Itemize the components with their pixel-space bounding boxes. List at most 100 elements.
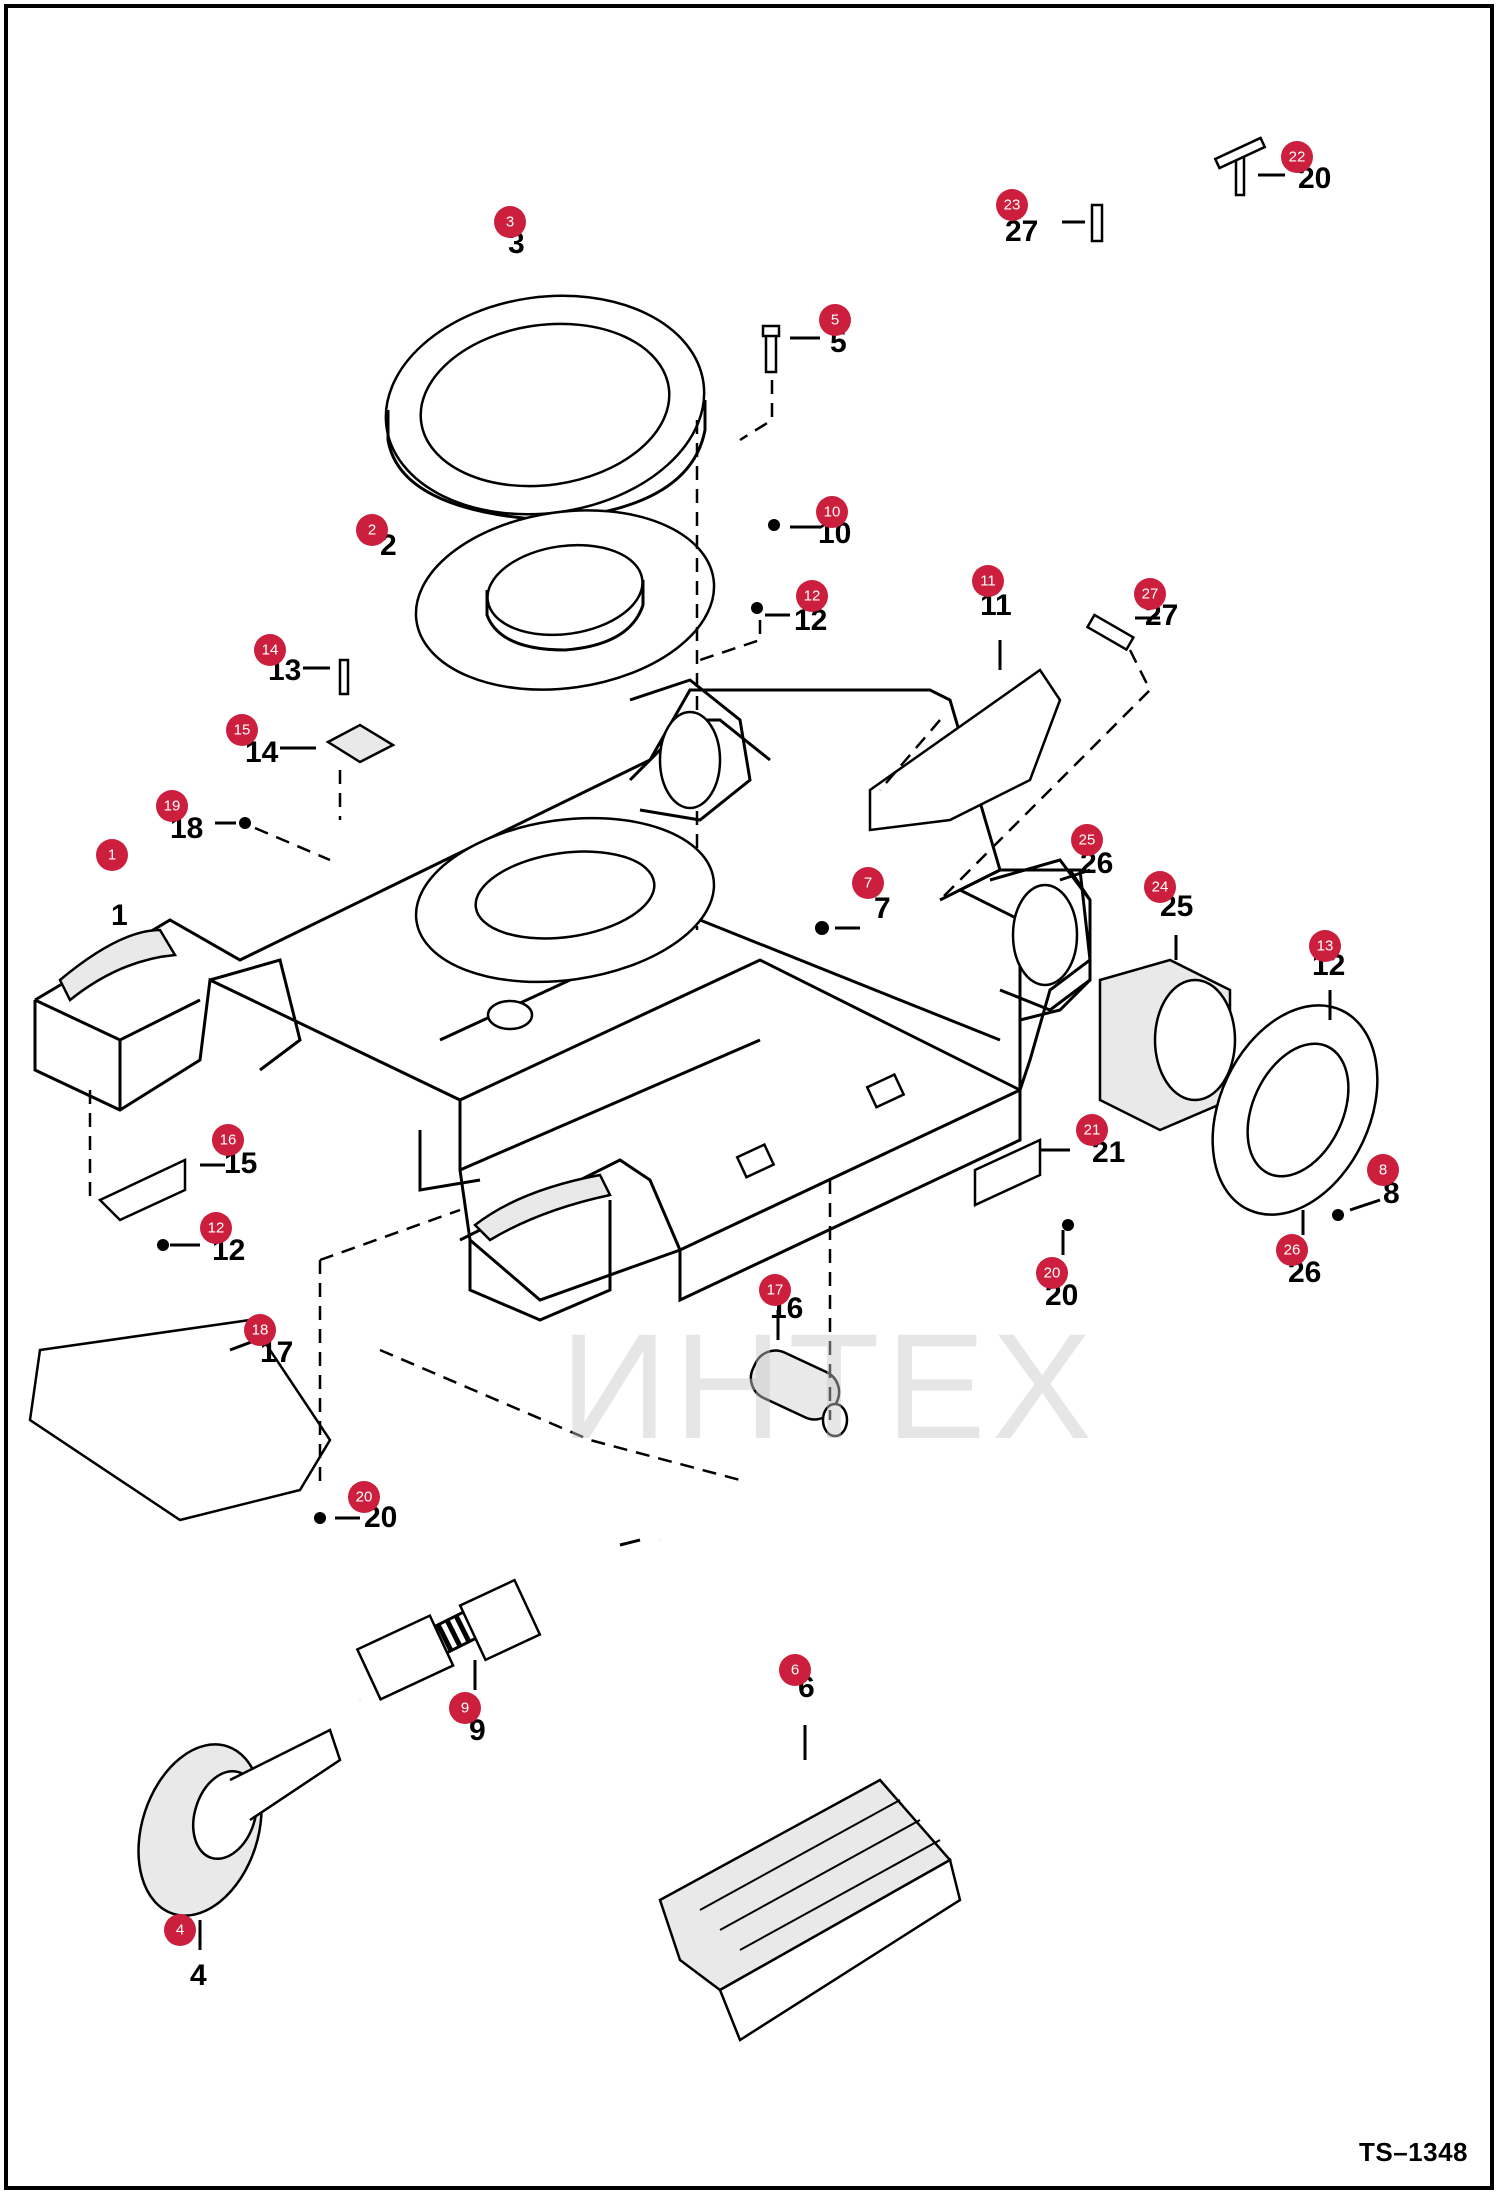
hotspot-17[interactable]: 17 [759,1274,791,1306]
front-idler-4 [137,1728,342,1950]
hotspot-label: 17 [767,1282,784,1299]
hotspot-label: 8 [1379,1162,1387,1179]
hotspot-11[interactable]: 11 [972,565,1004,597]
hotspot-circle[interactable] [164,1914,196,1946]
hotspot-20a[interactable]: 20 [1036,1257,1068,1289]
hotspot-circle[interactable] [852,867,884,899]
hotspot-circle[interactable] [226,714,258,746]
hotspot-circle[interactable] [1309,930,1341,962]
hotspot-13[interactable]: 13 [1309,930,1341,962]
sprocket-13 [1211,990,1379,1216]
hotspot-circle[interactable] [449,1692,481,1724]
bolt-12-top [699,602,790,662]
hotspot-4[interactable]: 4 [164,1914,196,1946]
hotspot-12b[interactable]: 12 [200,1212,232,1244]
bolt-20-right [1061,1219,1074,1255]
hotspot-5[interactable]: 5 [819,304,851,336]
watermark: ИНТЕХ [560,1302,1098,1470]
hotspot-label: 13 [1317,938,1334,955]
hotspot-20b[interactable]: 20 [348,1481,380,1513]
hotspot-circle[interactable] [200,1212,232,1244]
hotspot-label: 2 [368,522,376,539]
hotspot-7[interactable]: 7 [852,867,884,899]
hotspot-circle[interactable] [254,634,286,666]
hotspot-circle[interactable] [1036,1257,1068,1289]
bolt-23 [1062,203,1104,243]
hotspot-label: 20 [1044,1265,1061,1282]
hotspot-circle[interactable] [156,790,188,822]
idler-housing [629,678,752,822]
hotspot-circle[interactable] [348,1481,380,1513]
hotspot-circle[interactable] [759,1274,791,1306]
hotspot-circle[interactable] [1076,1114,1108,1146]
hotspot-3[interactable]: 3 [494,206,526,238]
hotspot-27[interactable]: 27 [1134,578,1166,610]
pad-15 [280,723,396,820]
hotspot-circle[interactable] [819,304,851,336]
housing-25 [1059,868,1091,882]
hotspot-23[interactable]: 23 [996,189,1028,221]
hotspot-circle[interactable] [1071,824,1103,856]
hotspot-26[interactable]: 26 [1276,1234,1308,1266]
carrier-roller-17 [379,1180,849,1482]
hotspot-22[interactable]: 22 [1281,141,1313,173]
hotspot-circle[interactable] [796,580,828,612]
hotspot-19[interactable]: 19 [156,790,188,822]
hotspot-circle[interactable] [1144,871,1176,903]
hotspot-circle[interactable] [494,206,526,238]
hotspot-circle[interactable] [1276,1234,1308,1266]
hotspot-2[interactable]: 2 [356,514,388,546]
hotspot-label: 6 [791,1662,799,1679]
hotspot-label: 7 [864,875,872,892]
hotspot-label: 12 [208,1220,225,1237]
motor-housing [989,858,1092,1012]
hotspot-circle[interactable] [244,1314,276,1346]
hotspot-6[interactable]: 6 [779,1654,811,1686]
pin-22 [1213,136,1285,197]
plate-16 [88,1090,225,1222]
hotspot-label: 10 [824,504,841,521]
hotspot-circle[interactable] [779,1654,811,1686]
hotspot-label: 12 [804,588,821,605]
hotspot-10[interactable]: 10 [816,496,848,528]
hotspot-circle[interactable] [972,565,1004,597]
track-adjuster-9 [355,1535,663,1705]
hotspot-circle[interactable] [1134,578,1166,610]
hotspot-14[interactable]: 14 [254,634,286,666]
hotspot-18[interactable]: 18 [244,1314,276,1346]
nut-7 [815,921,860,935]
hotspot-label: 19 [164,798,181,815]
hotspot-label: 27 [1142,586,1159,603]
hotspot-label: 18 [252,1322,269,1339]
hotspot-circle[interactable] [96,839,128,871]
hotspot-label: 14 [262,642,279,659]
hotspot-badges: 1234567891011121213141516171819202021222… [96,141,1399,1946]
hotspot-1[interactable]: 1 [96,839,128,871]
nut-10 [768,519,820,531]
hotspot-circle[interactable] [1367,1154,1399,1186]
hotspot-circle[interactable] [1281,141,1313,173]
hotspot-circle[interactable] [212,1124,244,1156]
hotspot-label: 11 [980,573,996,590]
hotspot-24[interactable]: 24 [1144,871,1176,903]
bolt-5 [739,324,820,442]
drawing-reference: TS–1348 [1358,2137,1468,2167]
border [4,4,1494,2190]
hotspot-8[interactable]: 8 [1367,1154,1399,1186]
hotspot-15[interactable]: 15 [226,714,258,746]
hotspot-12a[interactable]: 12 [796,580,828,612]
hotspot-label: 21 [1084,1122,1101,1139]
hotspot-label: 5 [831,312,839,329]
hotspot-circle[interactable] [356,514,388,546]
hotspot-circle[interactable] [816,496,848,528]
hotspot-label: 1 [108,847,116,864]
hotspot-circle[interactable] [996,189,1028,221]
hotspot-25[interactable]: 25 [1071,824,1103,856]
hotspot-9[interactable]: 9 [449,1692,481,1724]
hotspot-21[interactable]: 21 [1076,1114,1108,1146]
drive-motor-24 [1098,935,1237,1132]
hotspot-label: 20 [356,1489,373,1506]
hotspot-16[interactable]: 16 [212,1124,244,1156]
